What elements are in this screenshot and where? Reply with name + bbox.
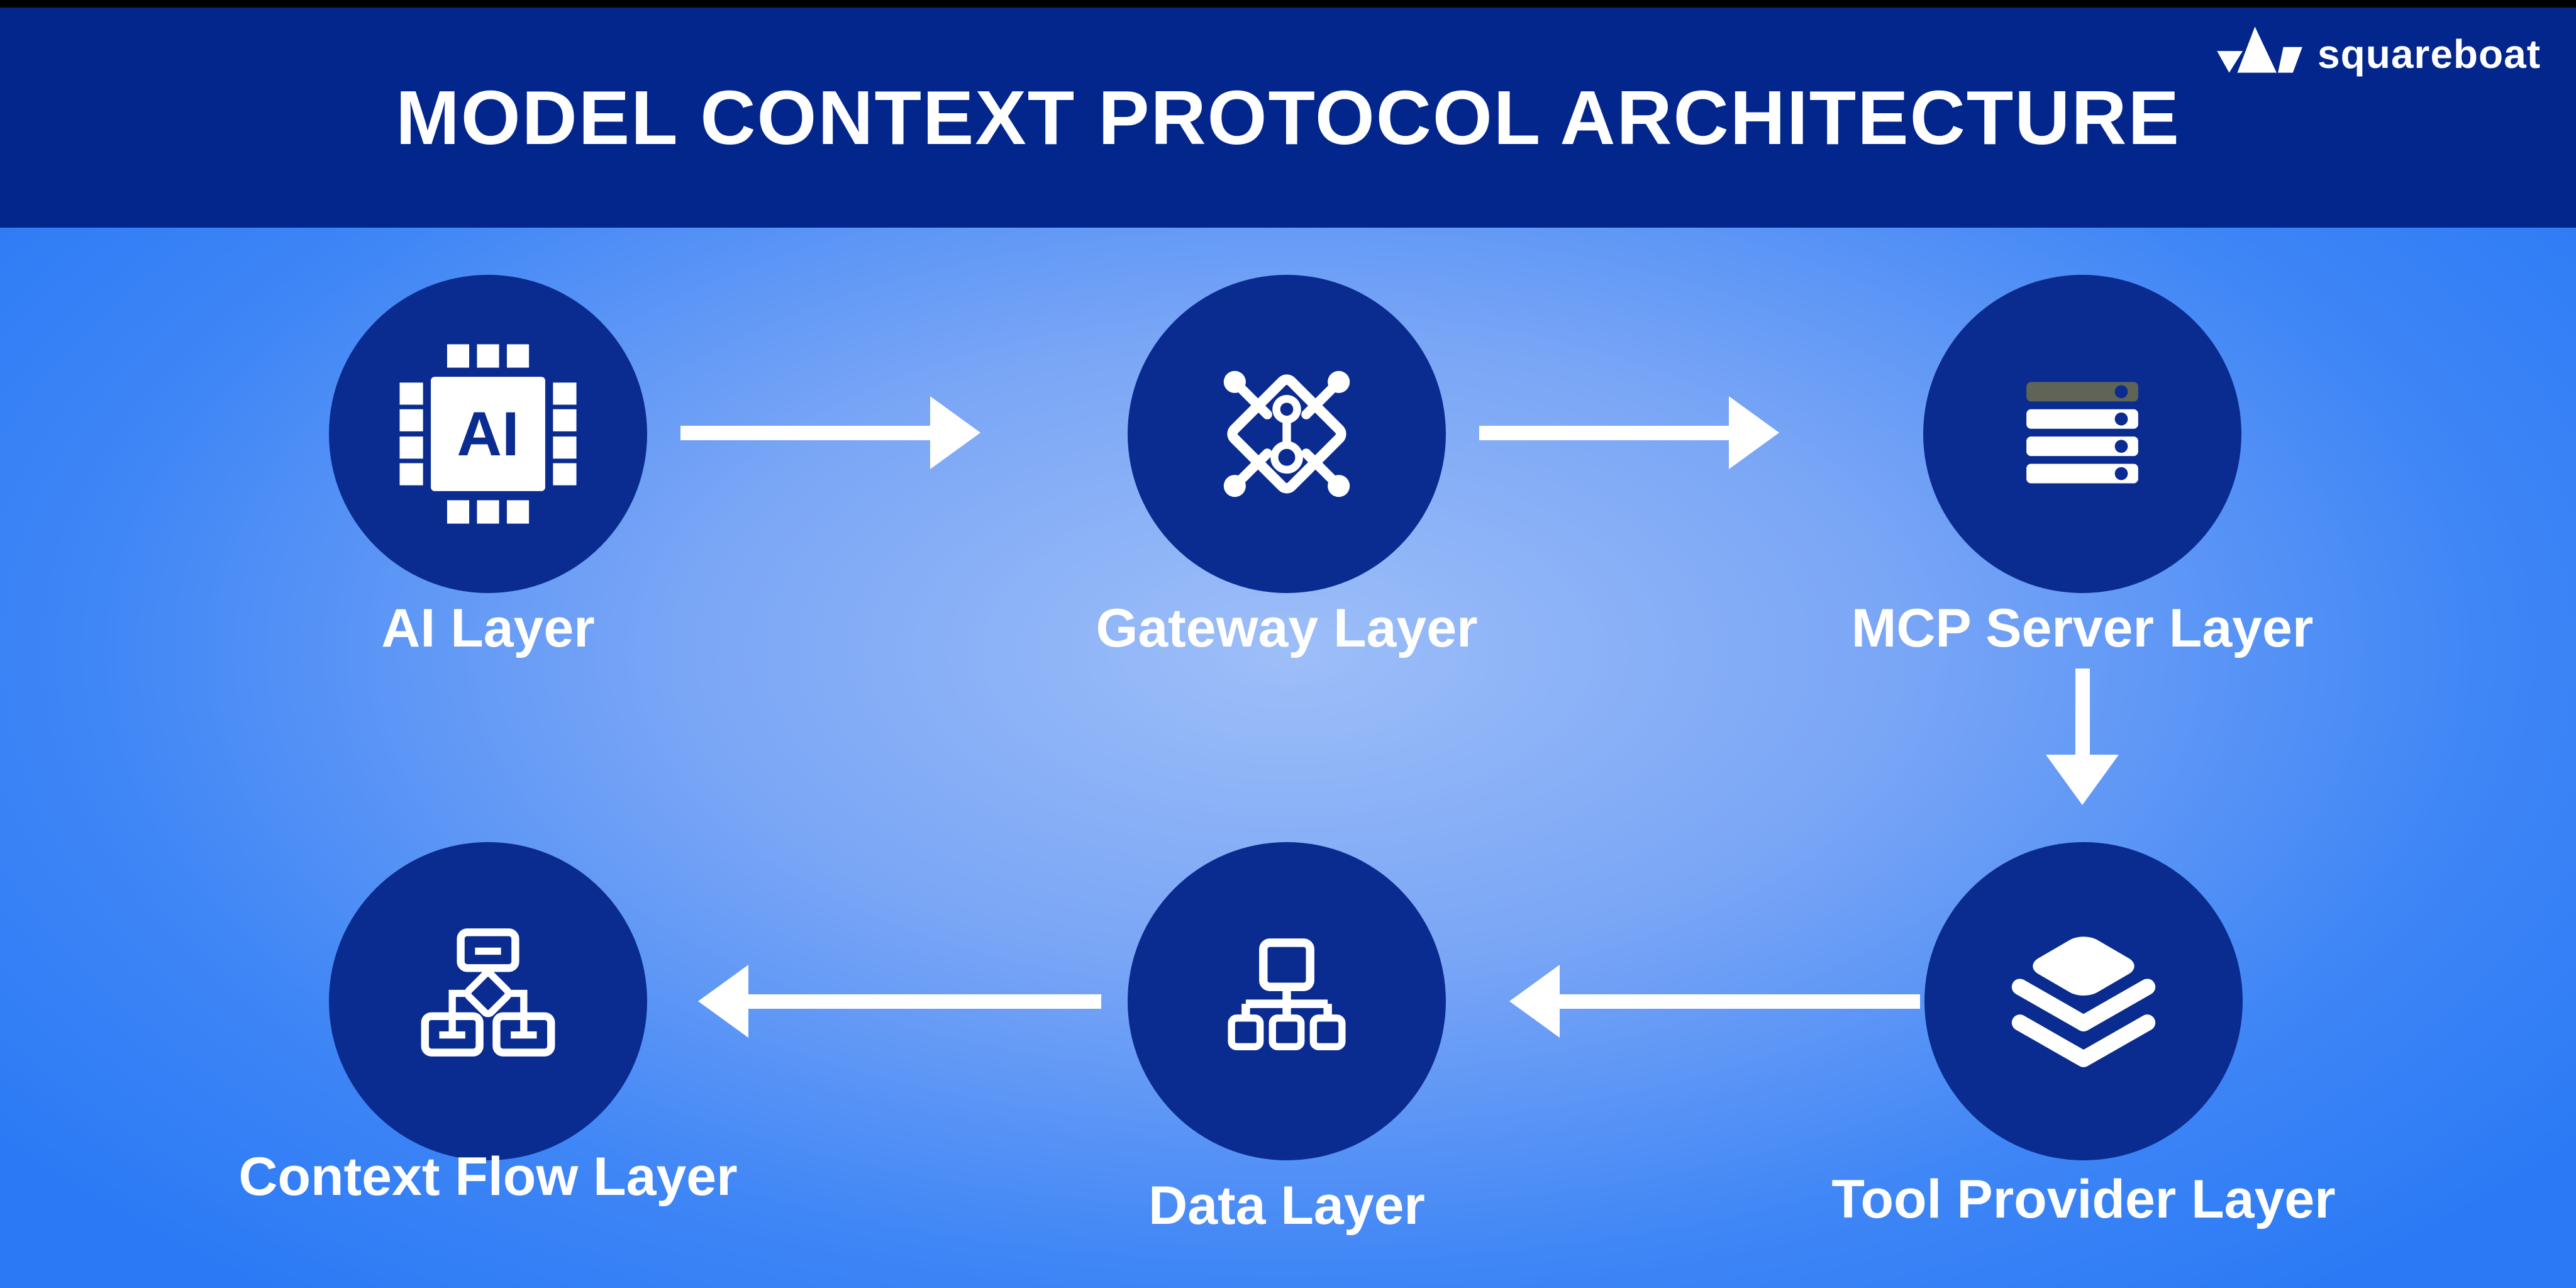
ai-chip-icon: AI xyxy=(399,344,577,524)
hierarchy-tree-icon xyxy=(1228,938,1346,1051)
node-label-context-flow-layer: Context Flow Layer xyxy=(238,1146,738,1207)
arrow-gateway-to-mcp-server xyxy=(1479,396,1779,469)
node-ai-layer: AI xyxy=(329,275,647,593)
node-mcp-server-layer xyxy=(1923,275,2241,593)
arrow-mcp-server-to-tool-provider xyxy=(2046,669,2119,805)
layers-stack-icon xyxy=(2011,936,2156,1067)
arrow-data-to-context-flow xyxy=(698,965,1101,1038)
top-black-strip xyxy=(0,0,2576,8)
node-label-mcp-server-layer: MCP Server Layer xyxy=(1851,598,2314,658)
ai-chip-label: AI xyxy=(457,399,519,469)
server-stack-icon xyxy=(2026,382,2138,484)
node-label-gateway-layer: Gateway Layer xyxy=(1096,598,1478,658)
node-data-layer xyxy=(1128,842,1446,1160)
flowchart-icon xyxy=(421,928,555,1057)
header-banner: MODEL CONTEXT PROTOCOL ARCHITECTURE squa… xyxy=(0,8,2576,228)
paper-boat-icon xyxy=(2217,26,2302,73)
node-label-tool-provider-layer: Tool Provider Layer xyxy=(1831,1169,2336,1230)
page-title: MODEL CONTEXT PROTOCOL ARCHITECTURE xyxy=(396,75,2180,160)
gateway-circuit-icon xyxy=(1223,370,1350,497)
node-gateway-layer xyxy=(1128,275,1446,593)
node-label-ai-layer: AI Layer xyxy=(381,598,595,658)
node-context-flow-layer xyxy=(329,842,647,1160)
brand-name: squareboat xyxy=(2318,31,2541,77)
diagram-area: AI xyxy=(0,228,2576,1288)
brand-logo: squareboat xyxy=(2216,25,2541,83)
arrow-ai-to-gateway xyxy=(680,396,980,469)
node-tool-provider-layer xyxy=(1924,842,2243,1160)
arrow-tool-provider-to-data xyxy=(1509,965,1920,1038)
node-label-data-layer: Data Layer xyxy=(1148,1175,1425,1236)
